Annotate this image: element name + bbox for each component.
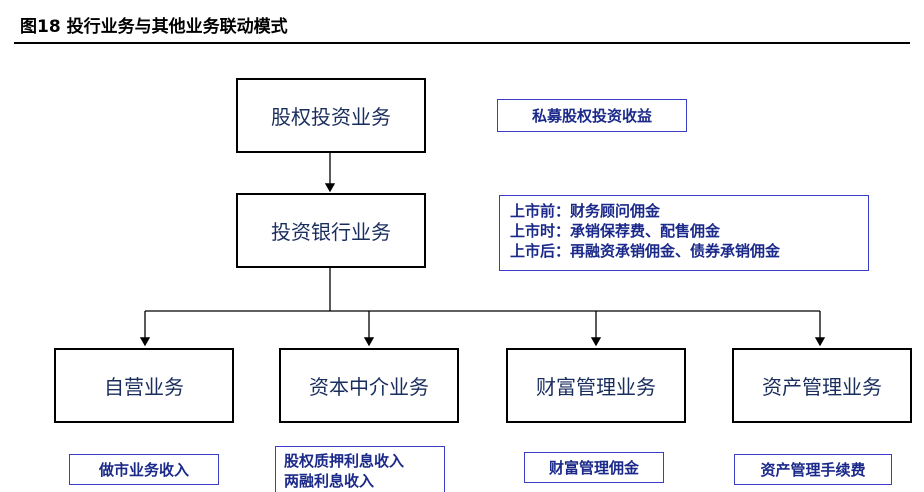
capital-intermediary-note: 股权质押利息收入 两融利息收入 [275,446,445,492]
figure-title: 图18 投行业务与其他业务联动模式 [20,17,288,37]
asset-management-note: 资产管理手续费 [734,454,892,485]
investment-banking-note: 上市前：财务顾问佣金 上市时：承销保荐费、配售佣金 上市后：再融资承销佣金、债券… [499,195,869,271]
note-line-post-ipo: 上市后：再融资承销佣金、债券承销佣金 [510,242,781,260]
wealth-management-note: 财富管理佣金 [524,452,664,483]
note-line-ipo: 上市时：承销保荐费、配售佣金 [510,222,721,240]
proprietary-note: 做市业务收入 [69,454,219,485]
proprietary-node: 自营业务 [54,348,234,423]
wealth-management-node: 财富管理业务 [506,348,686,423]
title-divider [14,42,910,44]
private-equity-node: 股权投资业务 [236,78,426,153]
asset-management-node: 资产管理业务 [732,348,912,423]
private-equity-note: 私募股权投资收益 [497,99,687,132]
investment-banking-node: 投资银行业务 [236,193,426,268]
note-line-equity-pledge: 股权质押利息收入 [284,452,405,470]
note-line-pre-ipo: 上市前：财务顾问佣金 [510,202,661,220]
capital-intermediary-node: 资本中介业务 [279,348,459,423]
note-line-margin-financing: 两融利息收入 [284,472,375,490]
